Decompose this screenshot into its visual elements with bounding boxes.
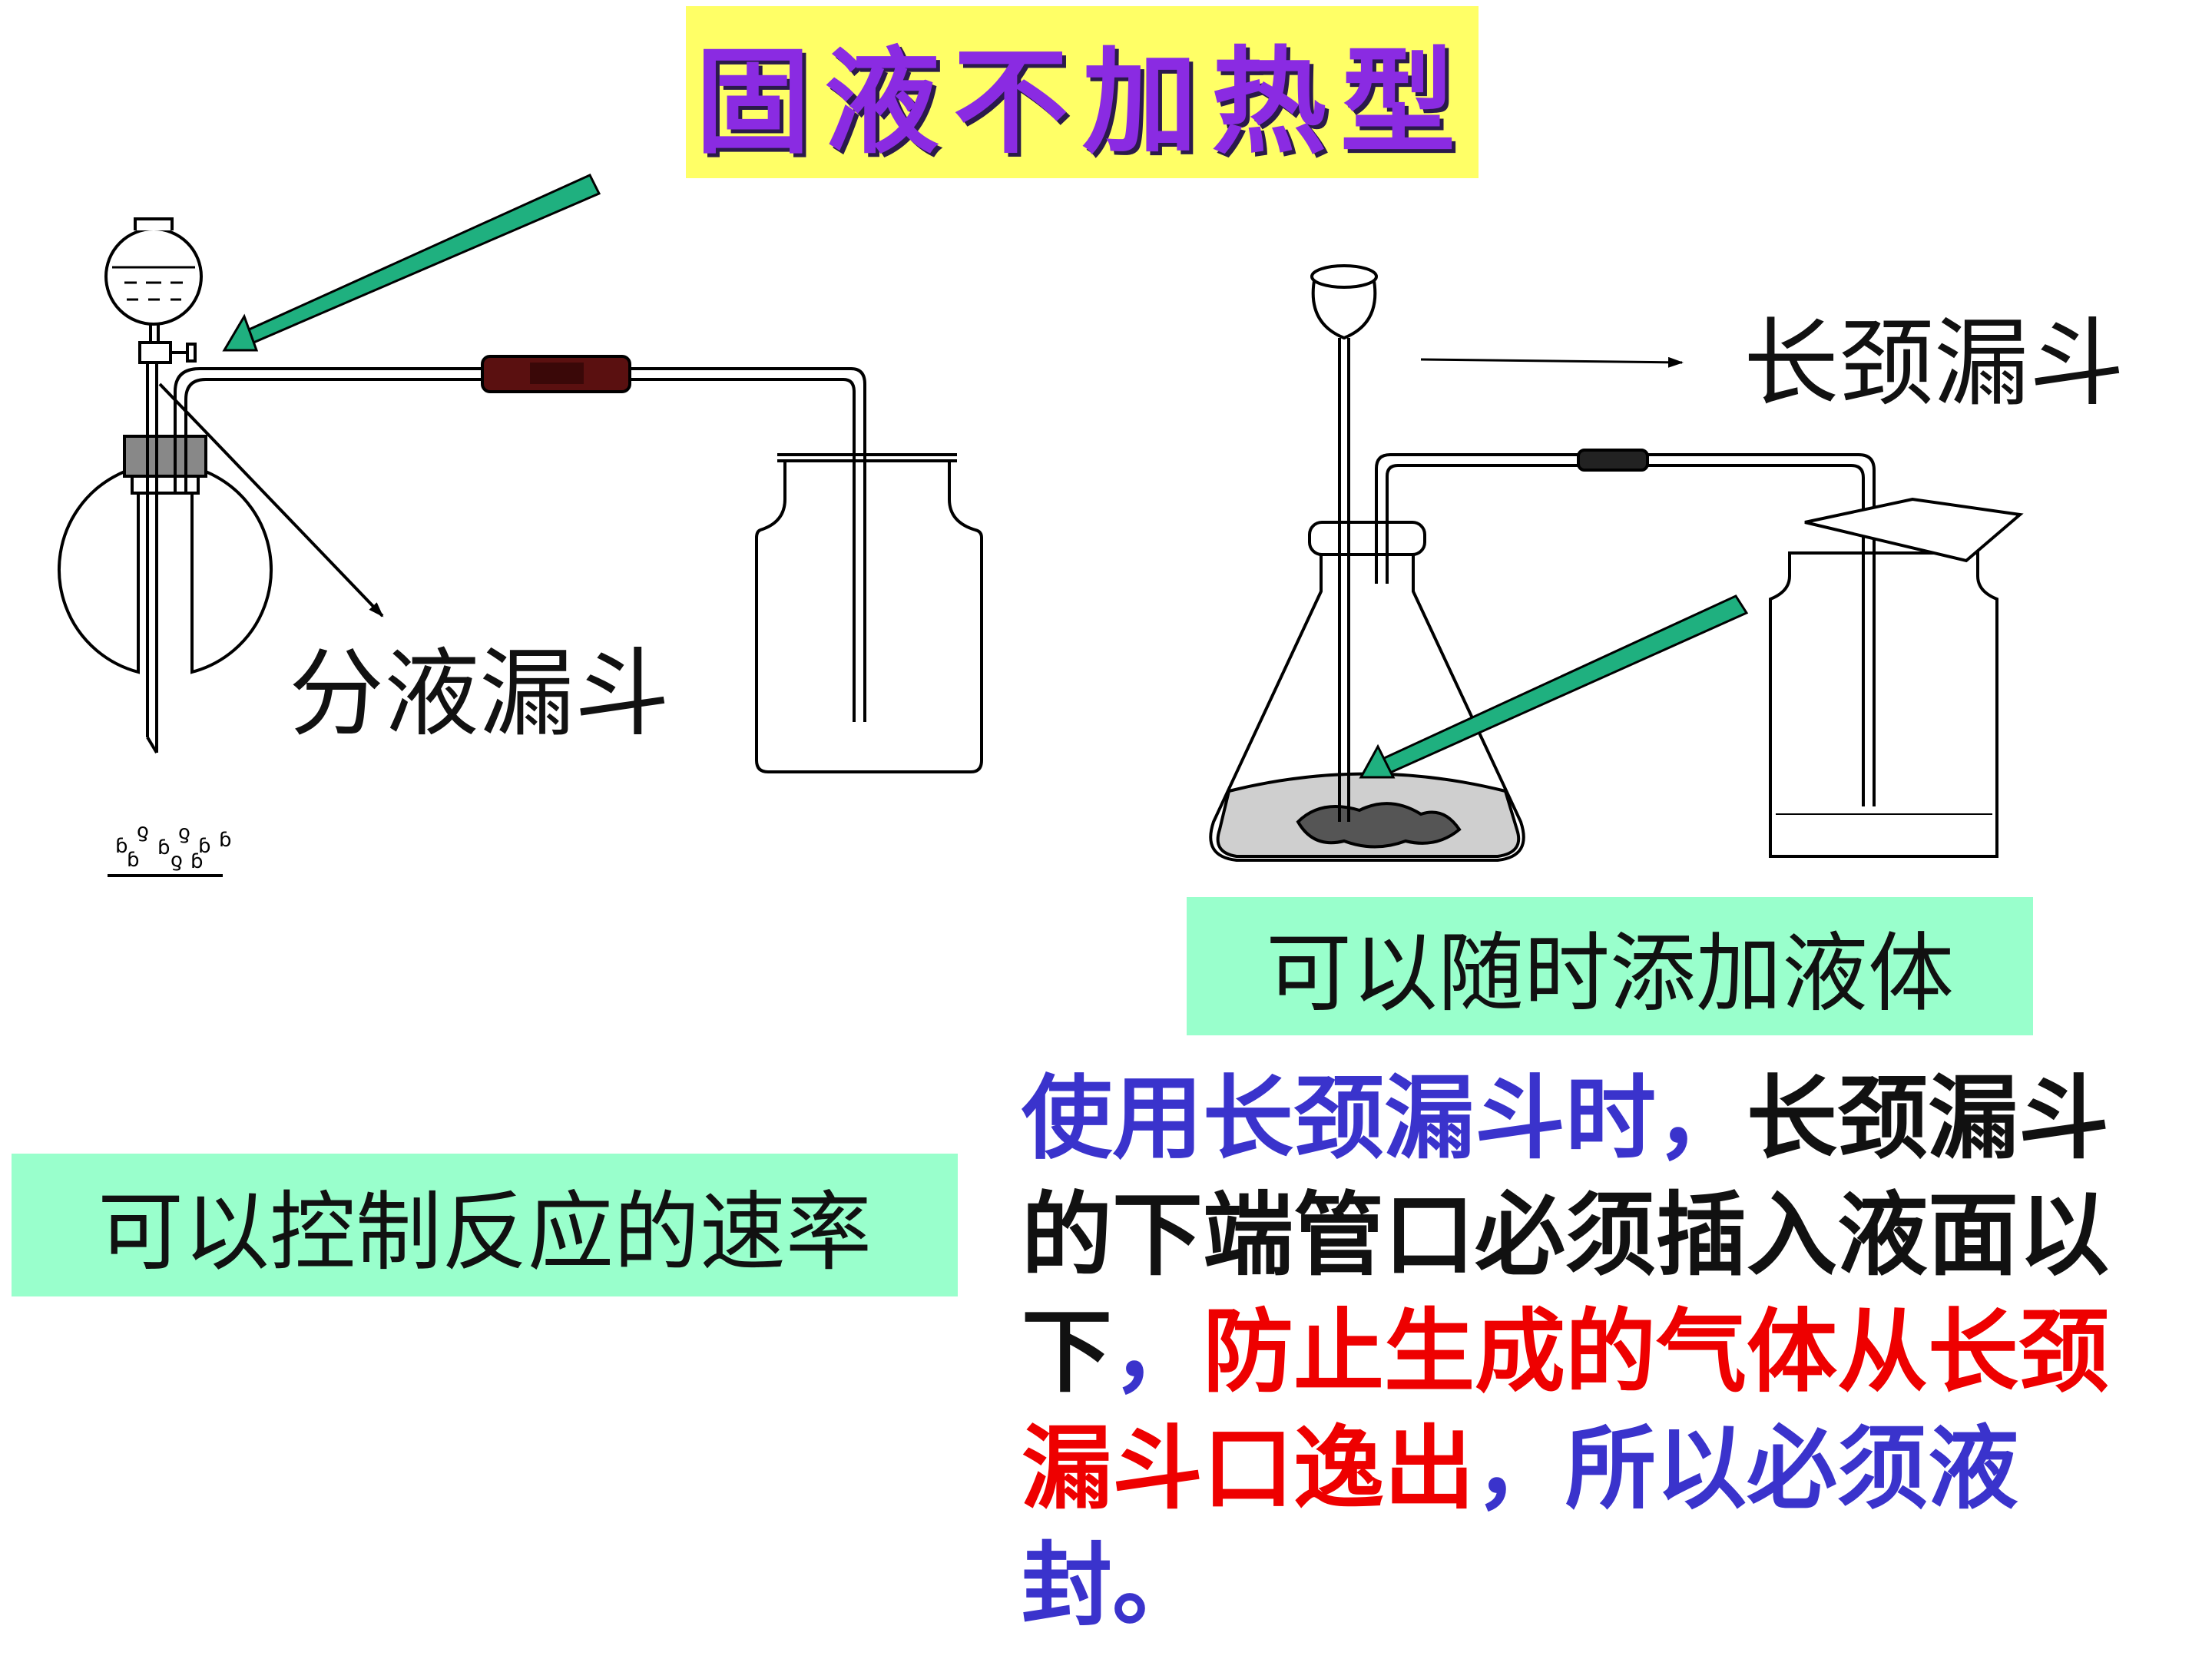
- pointer-line-left: [158, 382, 384, 618]
- svg-text:ɓ: ɓ: [115, 835, 128, 858]
- page-title: 固液不加热型: [694, 34, 1469, 170]
- erlenmeyer-flask: [1209, 553, 1525, 862]
- para-segment-2: 长颈漏斗的下端管口必须插入液面以下: [1022, 1065, 2110, 1405]
- green-arrow-left: [222, 174, 601, 352]
- green-arrow-right: [1359, 594, 1749, 779]
- left-apparatus: ɓƍɓ ƍɓɓ ƍɓɓ: [58, 217, 983, 877]
- note-box-left: 可以控制反应的速率: [12, 1154, 958, 1296]
- separatory-funnel-label: 分液漏斗: [289, 639, 671, 750]
- rubber-stopper: [123, 435, 207, 478]
- para-segment-5: ，所以必须液封。: [1022, 1416, 2019, 1638]
- svg-text:ƍ: ƍ: [171, 849, 183, 872]
- stopcock: [138, 341, 172, 364]
- note-box-right: 可以随时添加液体: [1187, 897, 2033, 1035]
- title-banner: 固液不加热型: [686, 6, 1479, 178]
- svg-text:ƍ: ƍ: [137, 820, 149, 843]
- para-segment-1: 使用长颈漏斗时，: [1022, 1065, 1747, 1171]
- svg-text:ƍ: ƍ: [178, 821, 190, 844]
- long-neck-funnel-label: 长颈漏斗: [1743, 309, 2125, 419]
- svg-text:ɓ: ɓ: [198, 835, 211, 858]
- explanation-paragraph: 使用长颈漏斗时，长颈漏斗的下端管口必须插入液面以下，防止生成的气体从长颈漏斗口逸…: [1022, 1060, 2128, 1644]
- collection-bottle: [755, 461, 983, 773]
- note-right-text: 可以随时添加液体: [1266, 924, 1954, 1024]
- rubber-connector-right: [1577, 449, 1649, 472]
- long-neck-funnel: [1311, 275, 1377, 340]
- right-apparatus: [1209, 264, 2024, 862]
- glass-plate: [1804, 497, 2024, 563]
- para-segment-3: ，: [1112, 1299, 1204, 1405]
- pointer-line-right: [1420, 356, 1684, 368]
- svg-text:ɓ: ɓ: [190, 850, 204, 873]
- solid-granules: ɓƍɓ ƍɓɓ ƍɓɓ: [115, 820, 232, 873]
- flask-stopper: [1308, 521, 1426, 556]
- svg-text:ɓ: ɓ: [127, 849, 140, 872]
- para-segment-4: 防止生成的气体从长颈漏斗口逸出: [1022, 1299, 2110, 1522]
- svg-text:ɓ: ɓ: [157, 836, 171, 859]
- note-left-text: 可以控制反应的速率: [98, 1183, 872, 1283]
- round-flask: [58, 462, 273, 674]
- svg-text:ɓ: ɓ: [219, 829, 232, 852]
- collection-bottle-right: [1769, 551, 1998, 858]
- separatory-funnel-bulb: [104, 227, 203, 326]
